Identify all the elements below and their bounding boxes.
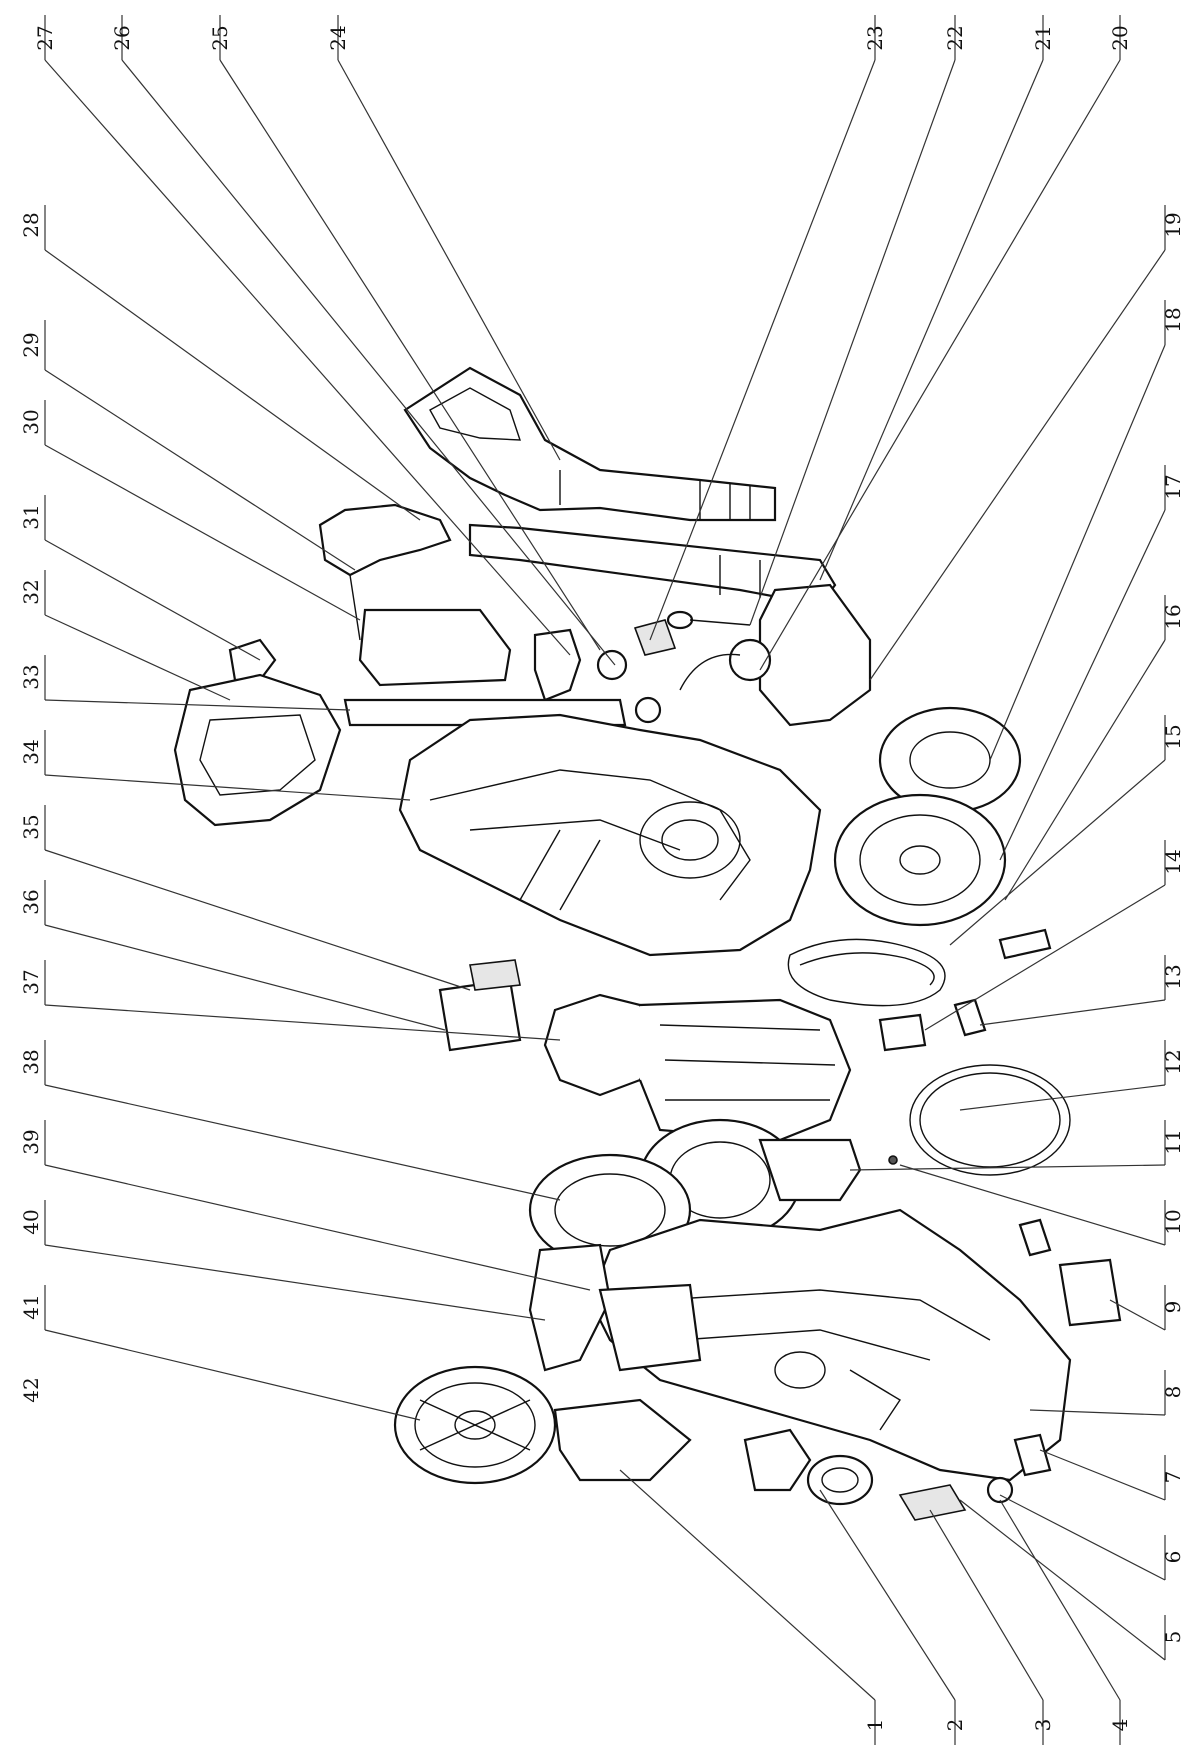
callout-7: 7 [1161,1471,1185,1484]
callout-13: 13 [1161,964,1185,989]
leader-lines [44,15,1166,1745]
callout-6: 6 [1161,1551,1185,1564]
callouts: 27 26 25 24 23 22 21 20 28 29 30 31 32 3… [19,25,1185,1731]
callout-37: 37 [19,969,43,994]
callout-24: 24 [326,25,350,50]
callout-36: 36 [19,889,43,914]
cover-label [469,959,521,991]
callout-38: 38 [19,1049,43,1074]
callout-2: 2 [943,1719,967,1732]
callout-40: 40 [19,1209,43,1234]
inlet-fitting [634,696,662,724]
callout-8: 8 [1161,1386,1185,1399]
callout-18: 18 [1161,307,1185,332]
outlet-fitting [1013,1433,1052,1477]
callout-28: 28 [19,212,43,237]
front-cover [553,1398,692,1482]
top-cover [173,673,342,827]
detergent-tank [679,583,872,727]
callout-16: 16 [1161,604,1185,629]
callout-21: 21 [1031,25,1055,50]
callout-26: 26 [110,25,134,50]
bracket [878,1013,927,1052]
switch [228,638,277,682]
nozzle-pin [689,619,751,626]
hose-connector [596,649,628,681]
hose-clip [1058,1258,1122,1327]
callout-33: 33 [19,664,43,689]
motor-pump-assembly [543,993,862,1242]
side-bracket [598,1283,702,1372]
rotary-knob [806,1454,874,1506]
rear-housing [398,713,822,957]
outlet-nut [986,1476,1014,1504]
callout-30: 30 [19,409,43,434]
cover-panel [438,978,522,1052]
callout-23: 23 [863,25,887,50]
label-plate [633,619,677,656]
screw [888,1155,898,1165]
callout-14: 14 [1161,849,1185,874]
spray-gun [403,366,777,522]
callout-39: 39 [19,1129,43,1154]
callout-5: 5 [1161,1631,1185,1644]
front-left-wheel [393,1365,557,1485]
bottom-label [898,1484,967,1521]
callout-29: 29 [19,332,43,357]
callout-10: 10 [1161,1209,1185,1234]
callout-22: 22 [943,25,967,50]
callout-15: 15 [1161,724,1185,749]
hose-guide [533,628,582,702]
callout-19: 19 [1161,212,1185,237]
handle-bracket [318,503,512,687]
callout-20: 20 [1108,25,1132,50]
callout-11: 11 [1161,1129,1185,1154]
callout-31: 31 [19,504,43,529]
callout-34: 34 [19,739,43,764]
power-cord [787,928,1052,1007]
callout-42: 42 [19,1377,43,1402]
callout-4: 4 [1108,1719,1132,1732]
callout-35: 35 [19,814,43,839]
callout-12: 12 [1161,1049,1185,1074]
front-clip [743,1428,812,1492]
callout-32: 32 [19,579,43,604]
callout-25: 25 [208,25,232,50]
nozzle-tip [666,610,694,630]
callout-3: 3 [1031,1719,1055,1732]
high-pressure-hose [909,998,1071,1257]
parts-artwork [173,366,1122,1521]
side-panel [528,1243,612,1372]
callout-41: 41 [19,1294,43,1319]
callout-17: 17 [1161,474,1185,499]
callout-1: 1 [863,1719,887,1732]
callout-27: 27 [33,25,57,50]
callout-9: 9 [1161,1301,1185,1314]
